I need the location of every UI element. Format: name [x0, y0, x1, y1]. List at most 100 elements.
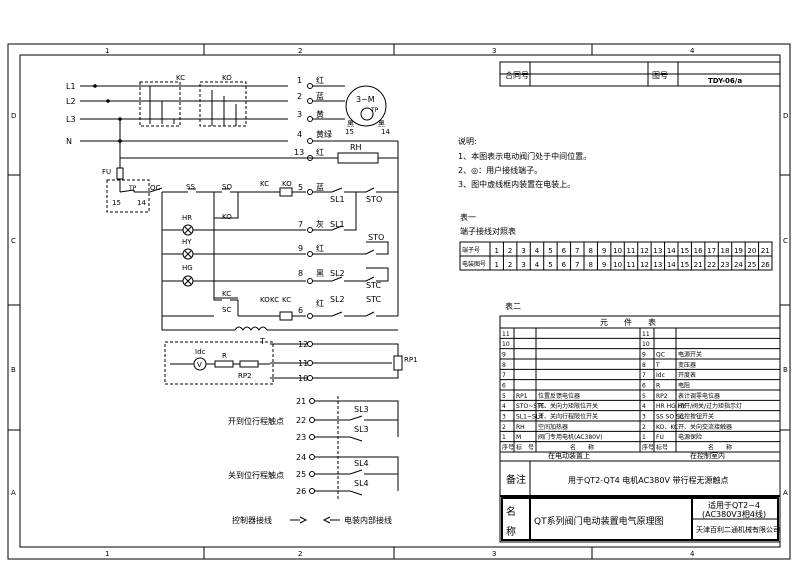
- table2-cell: 1: [502, 434, 506, 441]
- table1-cell: 22: [707, 261, 716, 269]
- zone-bottom-3: 3: [492, 550, 496, 558]
- term-23: 23: [296, 433, 306, 442]
- ko-label-2: KO: [260, 296, 270, 304]
- row-5-num: 5: [298, 183, 303, 192]
- table1-subtitle: 端子接线对照表: [460, 226, 516, 236]
- table2-cell: SS SO SC: [656, 414, 684, 421]
- feedback-circuit: Idc V R RP2 12 11 10 RP1: [164, 340, 418, 385]
- line-n: N: [66, 137, 72, 146]
- sl4b-label: SL4: [354, 479, 369, 488]
- table2-caption: 表二: [505, 301, 521, 311]
- power-kc-label: KC: [176, 74, 185, 82]
- r-label: R: [222, 352, 227, 360]
- terminal-13-color: 红: [316, 147, 324, 157]
- table1-cell: 15: [680, 261, 689, 269]
- applies-2: (AC380V3相4线): [702, 509, 766, 519]
- zone-right-c: C: [783, 237, 788, 245]
- terminal-2: 2: [297, 92, 302, 101]
- table1-cell: 2: [508, 247, 512, 255]
- tp-label: TP: [128, 185, 137, 192]
- line-l1: L1: [66, 82, 76, 91]
- note-1: 1、本图表示电动阀门处于中间位置。: [458, 151, 591, 161]
- row-9-color: 红: [316, 243, 324, 253]
- row-7-color: 灰: [316, 219, 324, 229]
- line-l2: L2: [66, 97, 76, 106]
- ko-label-1: KO: [282, 180, 292, 188]
- name-label-1: 名: [506, 505, 516, 518]
- table2-foot-left: 在电动装置上: [548, 451, 590, 460]
- table2-cell: 电源保险: [678, 433, 702, 441]
- row-5-sto: STO: [366, 195, 382, 204]
- table1-cell: 18: [721, 247, 730, 255]
- table2-cell: 远控按钮开关: [678, 413, 714, 421]
- rp1-label: RP1: [404, 356, 418, 364]
- contract-label: 合同号: [505, 70, 529, 80]
- table-terminal-mapping: 表一 端子接线对照表 端子号 电装图号 11223344556677889910…: [459, 212, 773, 271]
- internal-wiring-label: 电装内部接线: [344, 515, 392, 525]
- sl4-label: SL4: [354, 459, 369, 468]
- table2-cell: 开、关向行程限位开关: [538, 413, 598, 421]
- table2-cell: 9: [642, 352, 646, 359]
- zone-left-b: B: [11, 366, 16, 374]
- company-name: 天津百利二通机械有限公司: [696, 525, 780, 534]
- table1-cell: 16: [694, 247, 703, 255]
- table1-cell: 3: [521, 247, 525, 255]
- table2-header: 序号: [502, 444, 514, 452]
- table2-cell: RP2: [656, 393, 668, 400]
- terminal-13: 13: [294, 148, 304, 157]
- table1-cell: 12: [640, 261, 649, 269]
- sl3b-label: SL3: [354, 425, 369, 434]
- table2-cell: STO~STC: [516, 403, 545, 410]
- zone-top-3: 3: [492, 47, 496, 55]
- inner-frame: [19, 54, 781, 548]
- table1-cell: 20: [747, 247, 756, 255]
- table1-cell: 2: [508, 261, 512, 269]
- table2-header: 标 号: [516, 444, 534, 452]
- header-block: 合同号 图号 TDY-06/a: [499, 61, 781, 87]
- table1-caption: 表一: [460, 212, 476, 222]
- table1-cell: 13: [653, 247, 662, 255]
- table2-cell: 11: [502, 331, 510, 338]
- transformer-t: [234, 326, 268, 331]
- terminal-4-color: 黄绿: [316, 129, 332, 139]
- notes: 说明: 1、本图表示电动阀门处于中间位置。 2、◎：用户接线端子。 3、图中虚线…: [458, 136, 591, 189]
- table1-cell: 3: [521, 261, 525, 269]
- table2-cell: RH: [516, 424, 525, 431]
- zone-right-d: D: [783, 112, 788, 120]
- motor-term-15: 15: [345, 128, 354, 136]
- term-24: 24: [296, 453, 306, 462]
- zone-top-2: 2: [298, 47, 302, 55]
- terminal-3: 3: [297, 110, 302, 119]
- table1-cell: 1: [494, 247, 498, 255]
- zone-top-1: 1: [105, 47, 109, 55]
- pot-rp1: [393, 355, 403, 371]
- table2-cell: RP1: [516, 393, 528, 400]
- table2-cell: 电阻: [678, 382, 690, 390]
- table2-cell: 9: [502, 352, 506, 359]
- table2-cell: 10: [502, 341, 510, 348]
- term-22: 22: [296, 416, 306, 425]
- power-ko-label: KO: [222, 74, 232, 82]
- table2-cell: 电源开关: [678, 351, 702, 359]
- so-label: SO: [222, 183, 232, 191]
- table2-cell: 6: [502, 383, 506, 390]
- line-l3: L3: [66, 115, 76, 124]
- row-7-sl: SL1: [330, 220, 345, 229]
- zone-right-a: A: [783, 489, 788, 497]
- kc-label-2: KC: [270, 296, 279, 304]
- table2-cell: Idc: [656, 372, 665, 379]
- note-2: 2、◎：用户接线端子。: [458, 165, 542, 175]
- table1-cell: 5: [548, 247, 552, 255]
- note-3: 3、图中虚线框内装置在电装上。: [458, 179, 575, 189]
- row-6-sl: SL2: [330, 295, 345, 304]
- motor-symbol: [345, 85, 387, 127]
- table2-cell: 7: [502, 372, 506, 379]
- table2-cell: 2: [502, 424, 506, 431]
- table2-cell: 1: [642, 434, 646, 441]
- table1-cell: 19: [734, 247, 743, 255]
- table1-cell: 11: [627, 247, 636, 255]
- term-15-label: 15: [112, 199, 121, 207]
- table1-cell: 15: [680, 247, 689, 255]
- table2-cell: 空间加热器: [538, 423, 568, 431]
- zone-left-d: D: [11, 112, 16, 120]
